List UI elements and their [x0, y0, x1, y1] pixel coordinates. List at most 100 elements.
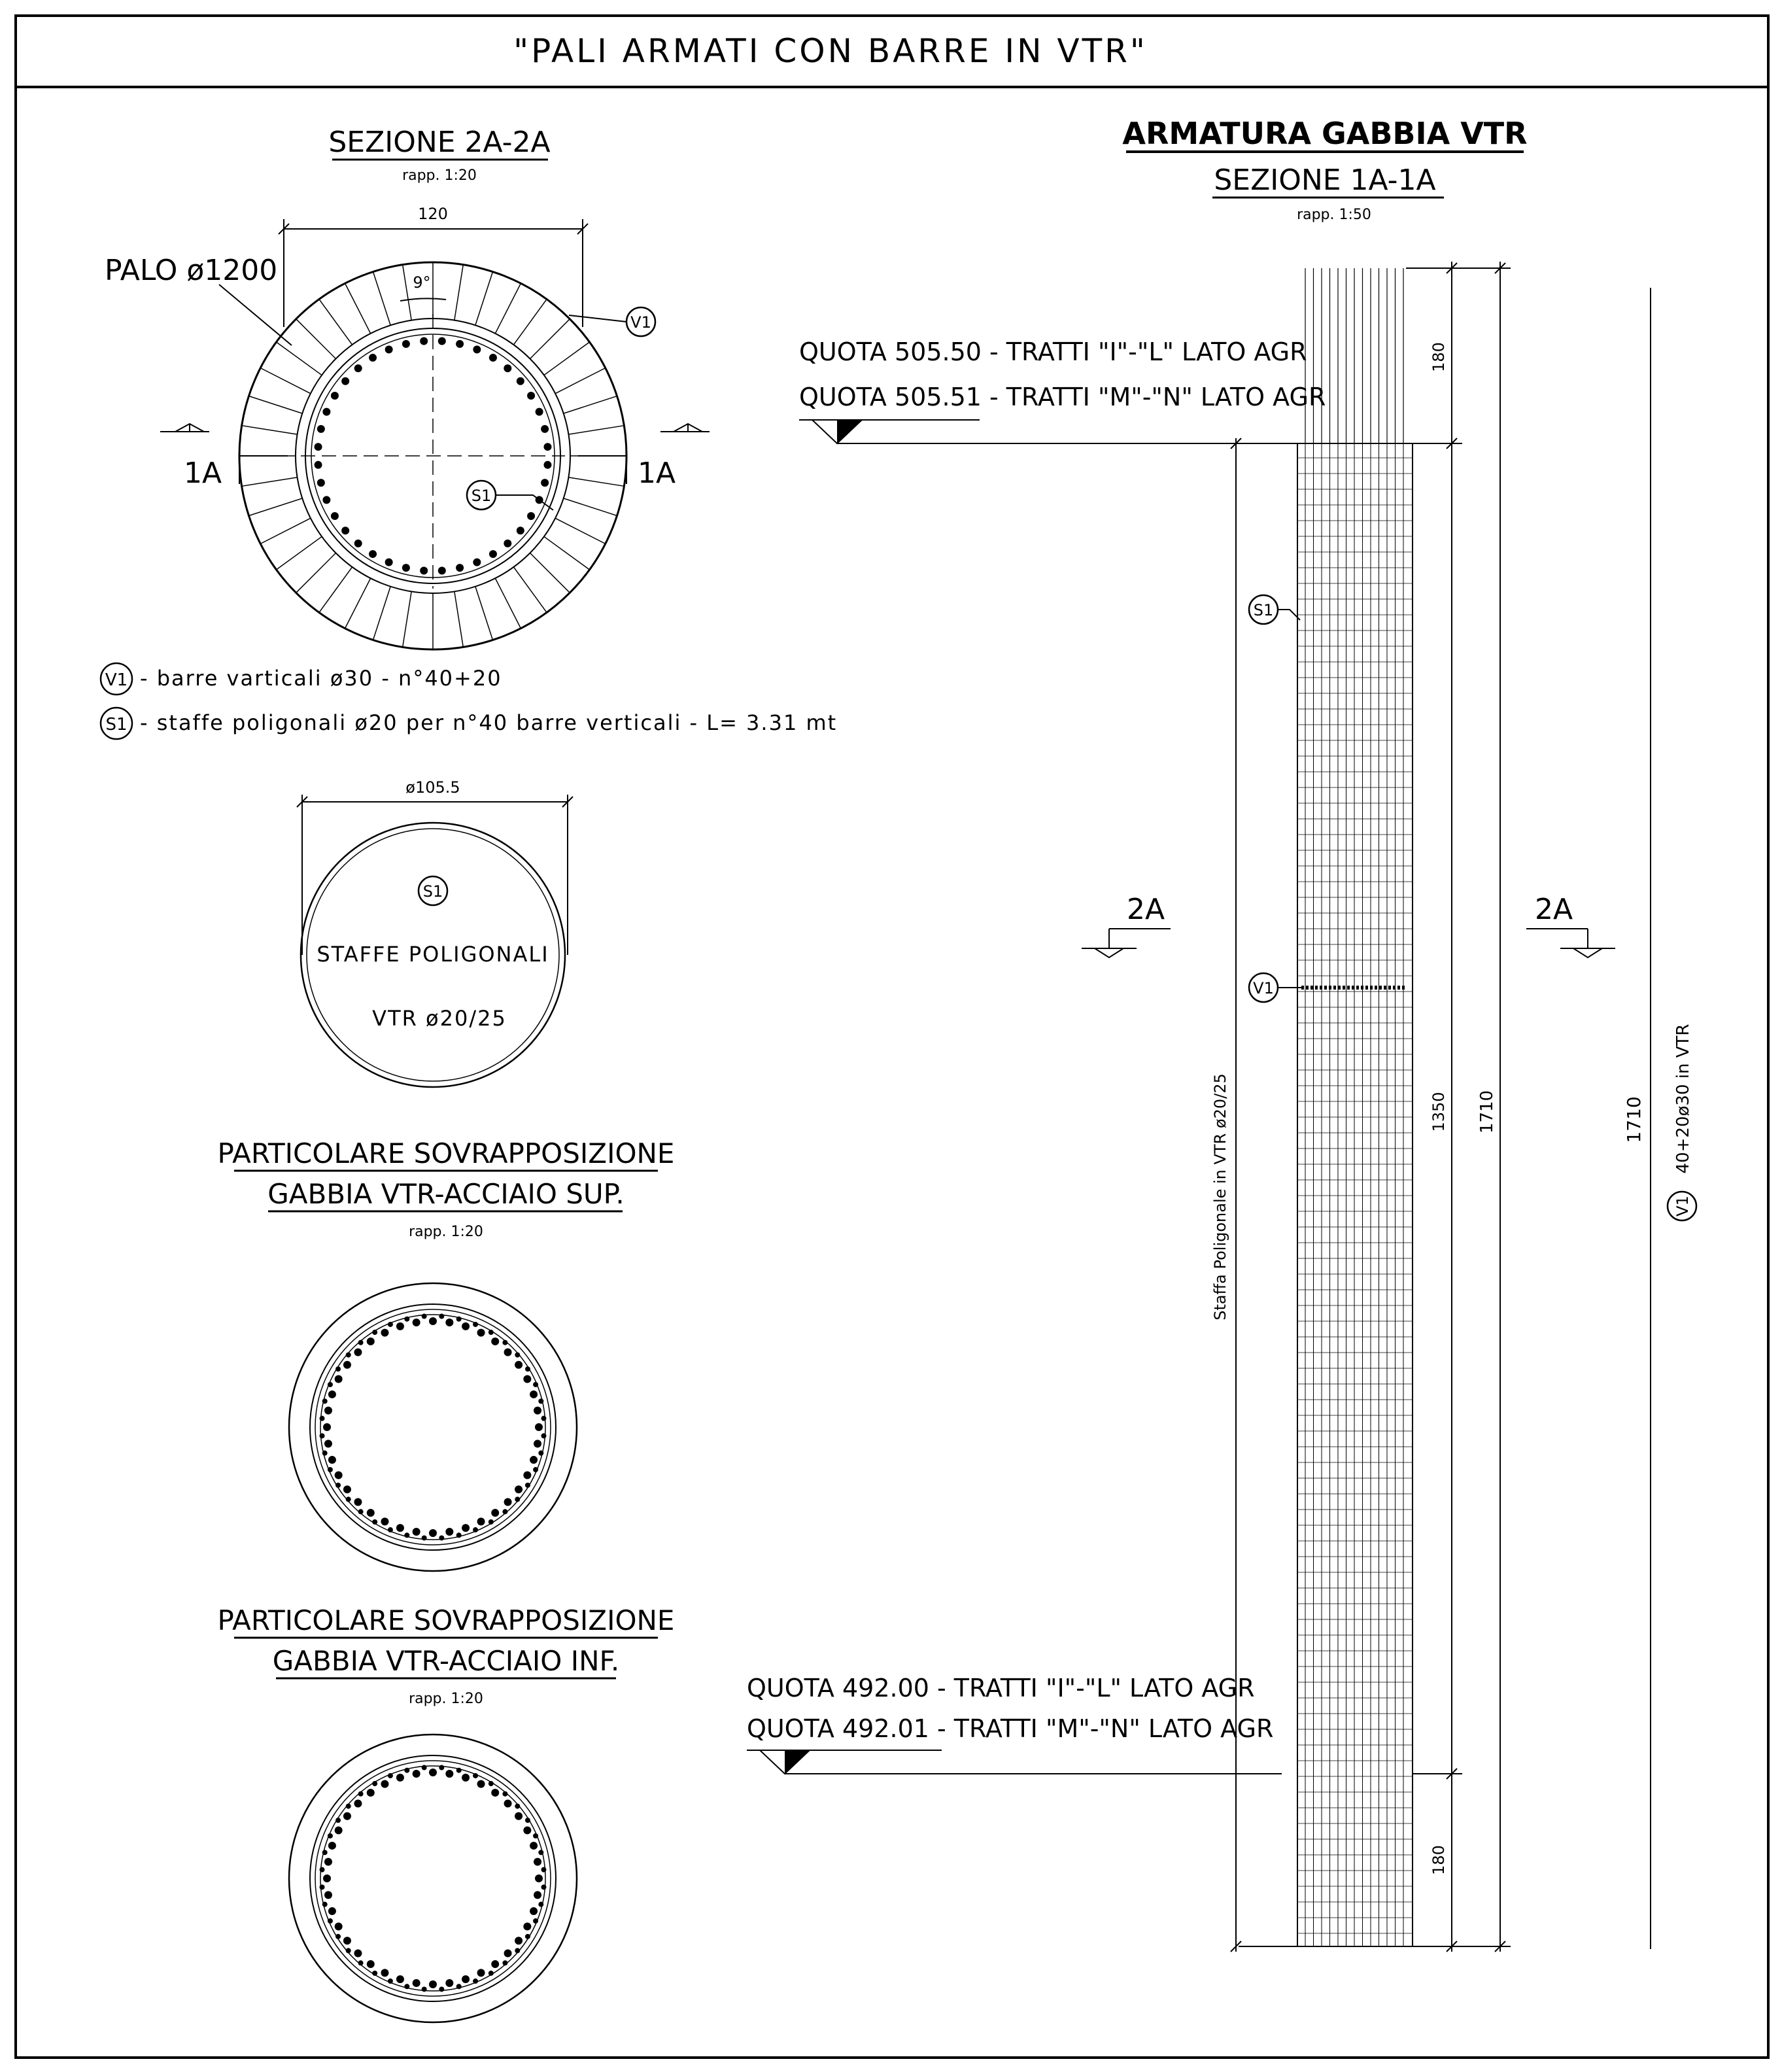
lap-bar	[530, 1907, 538, 1916]
stirrup-line2: VTR ø20/25	[372, 1006, 507, 1031]
lap-bar	[502, 1960, 508, 1966]
radial-line	[494, 578, 522, 629]
lap-bar	[445, 1979, 454, 1988]
lap-bar	[396, 1773, 404, 1782]
vertical-bar	[369, 353, 377, 362]
radial-line	[555, 517, 606, 545]
lap-bar	[534, 1440, 542, 1448]
radial-line	[296, 319, 337, 360]
radial-line	[529, 319, 570, 360]
lap-bar	[322, 1450, 328, 1456]
lap-bar	[404, 1984, 410, 1990]
overlap-sup-ring3	[320, 1314, 546, 1540]
vertical-bar	[354, 539, 362, 547]
lap-bar	[515, 1360, 523, 1369]
legend-v1-bubble	[99, 662, 133, 696]
lap-bar	[462, 1975, 470, 1984]
vertical-bar	[504, 539, 512, 547]
radial-line	[494, 283, 522, 334]
elev-tag-s1-leader	[1278, 609, 1301, 621]
lap-bar	[533, 1918, 539, 1924]
lap-bar	[477, 1780, 485, 1788]
lap-bar	[462, 1322, 470, 1330]
radial-line	[276, 536, 322, 570]
lap-bar	[515, 1812, 523, 1820]
overlap-inf-ring2	[315, 1760, 551, 1997]
radial-line	[513, 566, 547, 613]
radial-line	[513, 299, 547, 345]
vertical-bar	[322, 496, 331, 504]
lap-bar	[538, 1398, 544, 1404]
quota-bot-2: QUOTA 492.01 - TRATTI "M"-"N" LATO AGR	[747, 1714, 1273, 1743]
lap-bar	[387, 1978, 393, 1984]
overlap-sup-bars	[319, 1313, 547, 1541]
lap-bar	[343, 1812, 351, 1820]
lap-bar	[358, 1509, 364, 1515]
lap-bar	[523, 1471, 532, 1479]
cage-stirrups	[1297, 457, 1413, 1934]
quota-top-2: QUOTA 505.51 - TRATTI "M"-"N" LATO AGR	[799, 383, 1326, 411]
drawing-title: "PALI ARMATI CON BARRE IN VTR"	[513, 32, 1148, 70]
radial-line	[402, 591, 412, 648]
lap-bar	[534, 1406, 542, 1415]
lap-bar	[396, 1975, 404, 1984]
lap-bar	[345, 1948, 351, 1954]
tag-v1-text: V1	[630, 313, 651, 332]
lap-bar	[456, 1767, 462, 1773]
legend-s1-text: - staffe poligonali ø20 per n°40 barre v…	[140, 710, 837, 735]
lap-bar	[534, 1857, 542, 1866]
overlap-sup-ring1	[309, 1304, 557, 1551]
lap-bar	[534, 1891, 542, 1899]
bars-note: 40+20ø30 in VTR	[1673, 1024, 1693, 1174]
cut-2a-right: 2A	[1526, 893, 1615, 959]
lap-bar	[404, 1767, 410, 1773]
lap-bar	[323, 1423, 331, 1431]
lap-bar	[372, 1330, 378, 1336]
vertical-bar	[369, 550, 377, 559]
stirrup-tag-text: S1	[423, 882, 443, 901]
radial-line	[475, 586, 494, 640]
lap-bar	[541, 1415, 547, 1421]
radial-line	[276, 341, 322, 376]
lap-bar	[412, 1528, 420, 1536]
lap-bar	[515, 1496, 521, 1502]
lap-bar	[523, 1922, 532, 1931]
section-1a-1a: ARMATURA GABBIA VTR SEZIONE 1A-1A rapp. …	[747, 116, 1698, 1952]
dim-top-180: 180	[1430, 342, 1448, 372]
dim-text-120: 120	[418, 205, 448, 223]
radial-line	[454, 591, 464, 648]
legend-v1-tag: V1	[105, 670, 128, 690]
section-1a-title: SEZIONE 1A-1A	[1214, 164, 1435, 197]
vertical-bar	[473, 345, 481, 354]
legend-s1-bubble	[99, 706, 133, 740]
vertical-bar	[456, 339, 464, 348]
lap-bar	[533, 1381, 539, 1387]
lap-bar	[324, 1406, 332, 1415]
lap-bar	[324, 1857, 332, 1866]
vertical-bar	[473, 558, 481, 566]
radial-line	[260, 517, 311, 545]
radial-line	[372, 271, 391, 326]
vertical-bar	[317, 479, 325, 487]
lap-bar	[421, 1986, 427, 1992]
overlap-inf-outer	[288, 1733, 578, 2024]
radial-line	[402, 264, 412, 320]
cage-vertical-bars	[1305, 443, 1404, 1946]
lap-bar	[323, 1874, 331, 1882]
lap-bar	[334, 1826, 343, 1835]
vertical-bar	[527, 392, 536, 400]
radial-line	[475, 271, 494, 326]
stirrup-dim-tick-left	[296, 796, 308, 808]
radial-line	[260, 367, 311, 394]
vertical-bar	[354, 364, 362, 373]
radial-line	[563, 498, 617, 517]
lap-bar	[541, 1884, 547, 1890]
lap-bar	[345, 1352, 351, 1358]
lap-bar	[488, 1970, 494, 1976]
lap-bar	[319, 1433, 325, 1439]
vertical-bar	[317, 424, 325, 433]
radial-line	[543, 536, 590, 570]
lap-bar	[473, 1527, 479, 1533]
lap-bar	[372, 1970, 378, 1976]
tag-v1-leader	[568, 315, 627, 322]
